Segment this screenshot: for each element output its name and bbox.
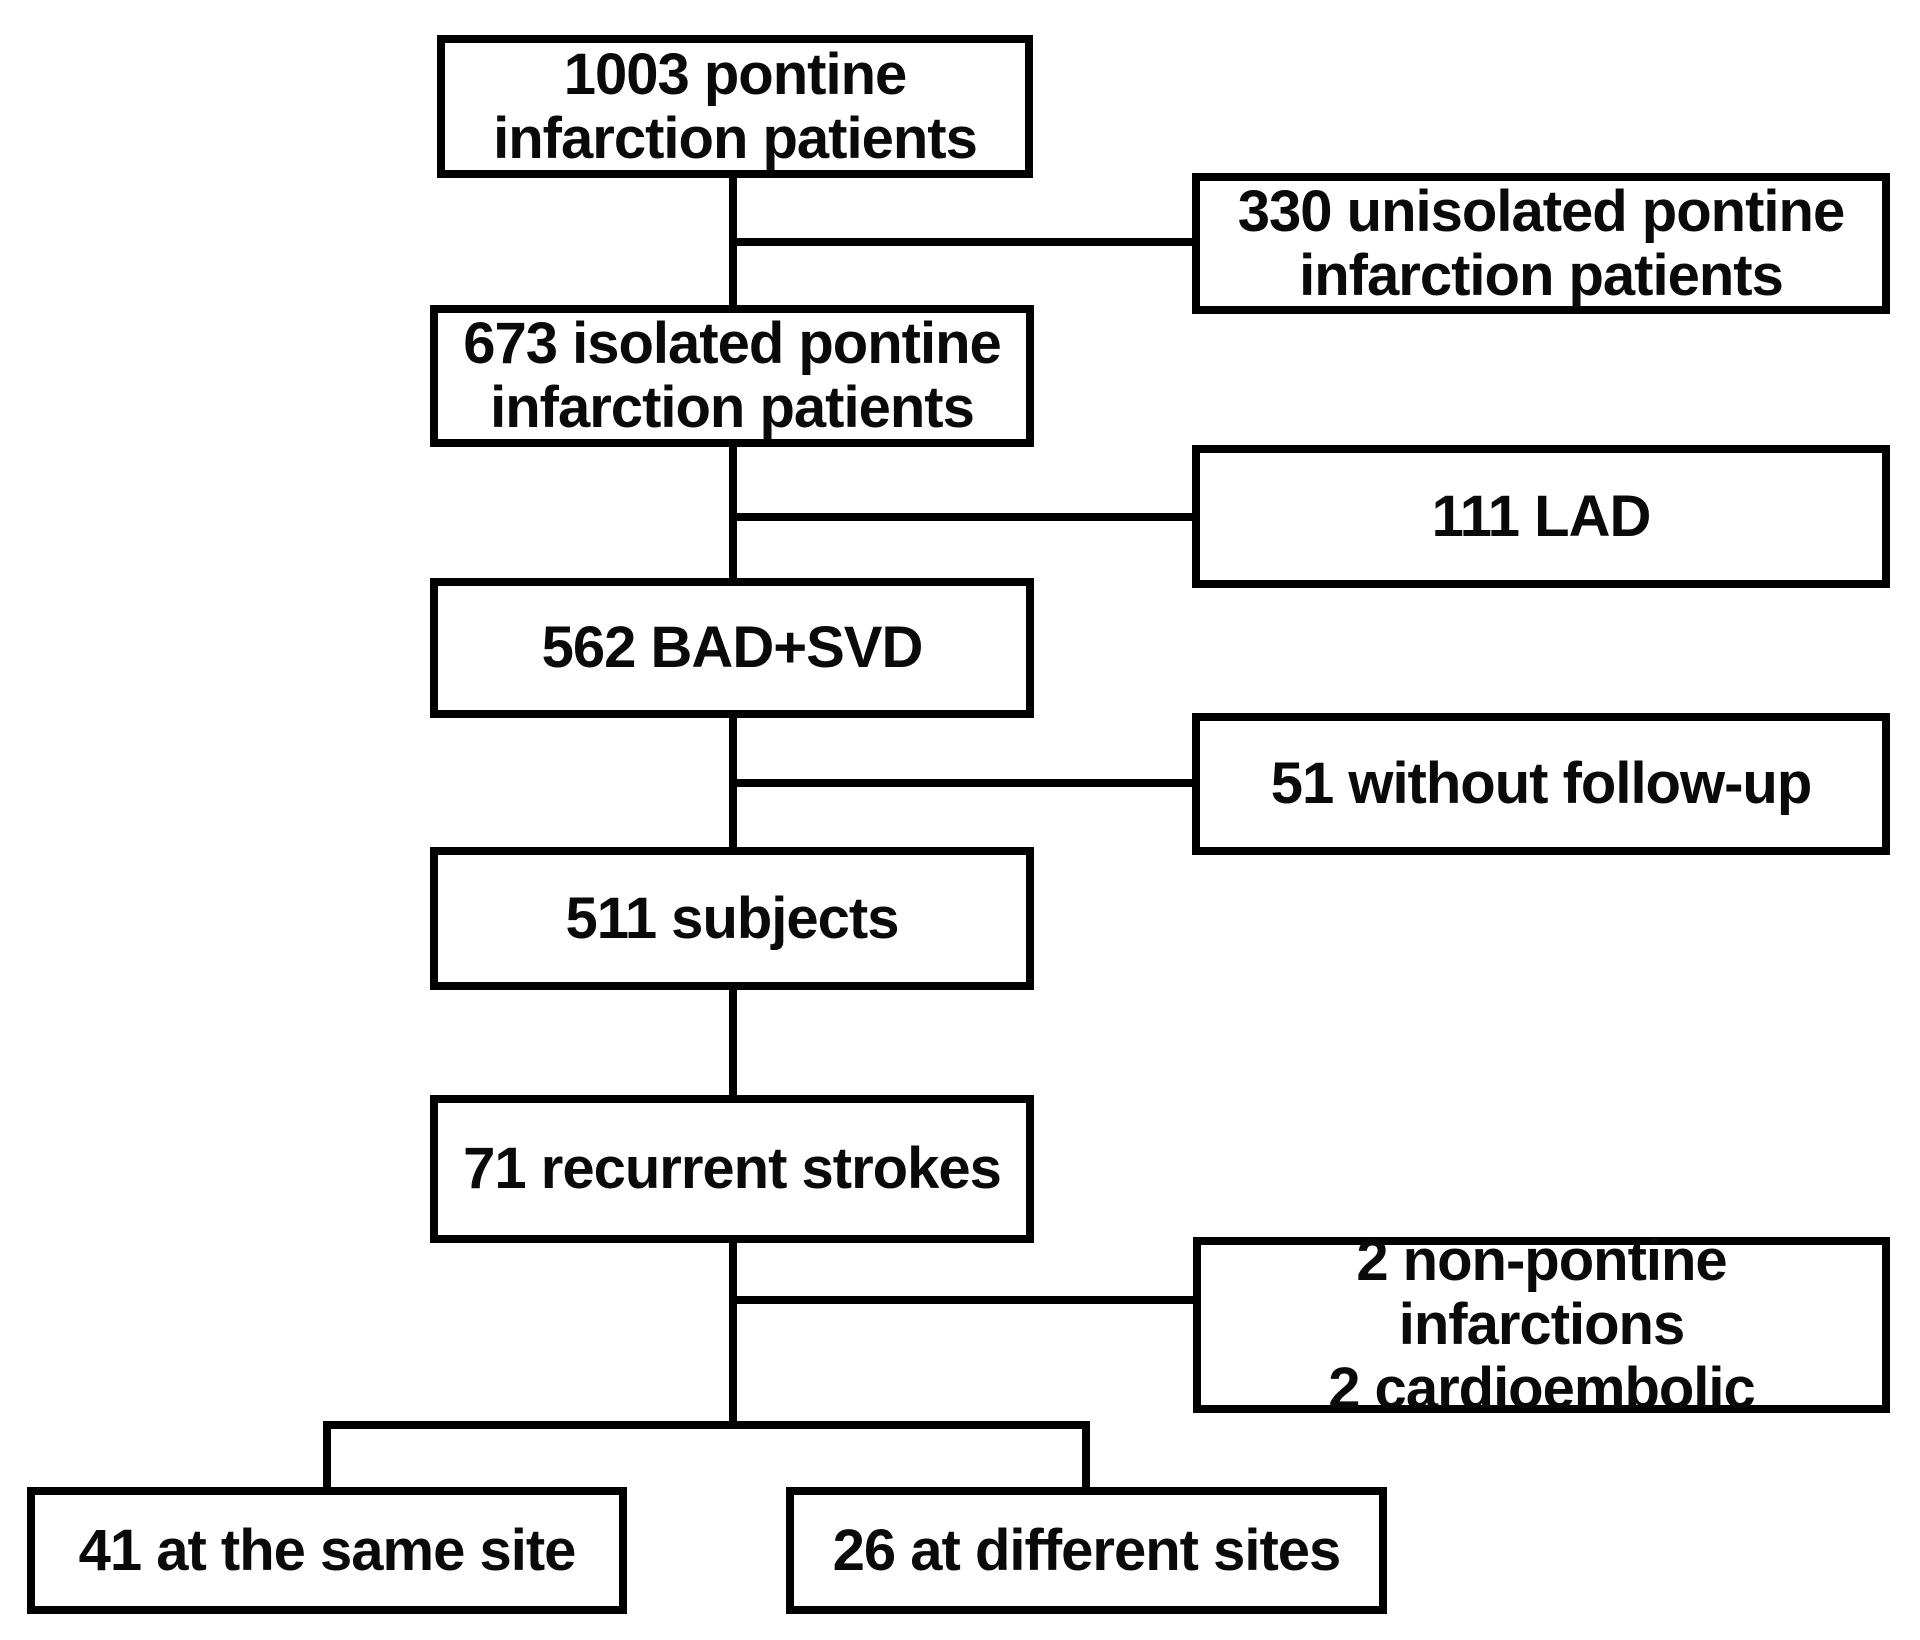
connector-to-different-sites xyxy=(1082,1421,1090,1487)
node-26-different-sites: 26 at different sites xyxy=(786,1487,1387,1614)
connector-branch-no-followup xyxy=(729,779,1192,787)
connector-branch-lad xyxy=(729,513,1192,521)
node-41-same-site: 41 at the same site xyxy=(27,1487,627,1614)
node-511-subjects: 511 subjects xyxy=(430,847,1034,990)
node-label: 511 subjects xyxy=(565,885,900,951)
connector-split-bar xyxy=(323,1421,1090,1429)
node-51-without-followup: 51 without follow-up xyxy=(1192,713,1890,855)
connector-subjects-to-recurrent xyxy=(729,990,737,1095)
connector-recurrent-to-split xyxy=(729,1243,737,1429)
node-label: 71 recurrent strokes xyxy=(463,1136,1002,1201)
node-label: 2 non-pontine infarctions 2 cardioemboli… xyxy=(1328,1228,1756,1421)
node-1003-pontine-infarction: 1003 pontine infarction patients xyxy=(437,35,1033,178)
node-label: 41 at the same site xyxy=(78,1517,577,1583)
node-330-unisolated-pontine: 330 unisolated pontine infarction patien… xyxy=(1192,173,1890,314)
connector-isolated-to-badsvd xyxy=(729,447,737,578)
node-label: 111 LAD xyxy=(1431,483,1652,549)
node-673-isolated-pontine: 673 isolated pontine infarction patients xyxy=(430,305,1034,447)
node-label: 51 without follow-up xyxy=(1270,751,1813,816)
node-label: 562 BAD+SVD xyxy=(541,615,924,680)
connector-branch-nonpontine xyxy=(729,1296,1193,1304)
node-nonpontine-cardioembolic: 2 non-pontine infarctions 2 cardioemboli… xyxy=(1193,1229,1890,1421)
node-label: 26 at different sites xyxy=(832,1517,1342,1583)
node-71-recurrent-strokes: 71 recurrent strokes xyxy=(430,1095,1034,1243)
node-label: 1003 pontine infarction patients xyxy=(493,41,978,171)
connector-to-same-site xyxy=(323,1421,331,1487)
node-label: 330 unisolated pontine infarction patien… xyxy=(1237,178,1845,308)
node-111-lad: 111 LAD xyxy=(1192,445,1890,588)
connector-branch-unisolated xyxy=(729,238,1192,246)
node-label: 673 isolated pontine infarction patients xyxy=(463,311,1002,440)
node-562-bad-svd: 562 BAD+SVD xyxy=(430,578,1034,718)
